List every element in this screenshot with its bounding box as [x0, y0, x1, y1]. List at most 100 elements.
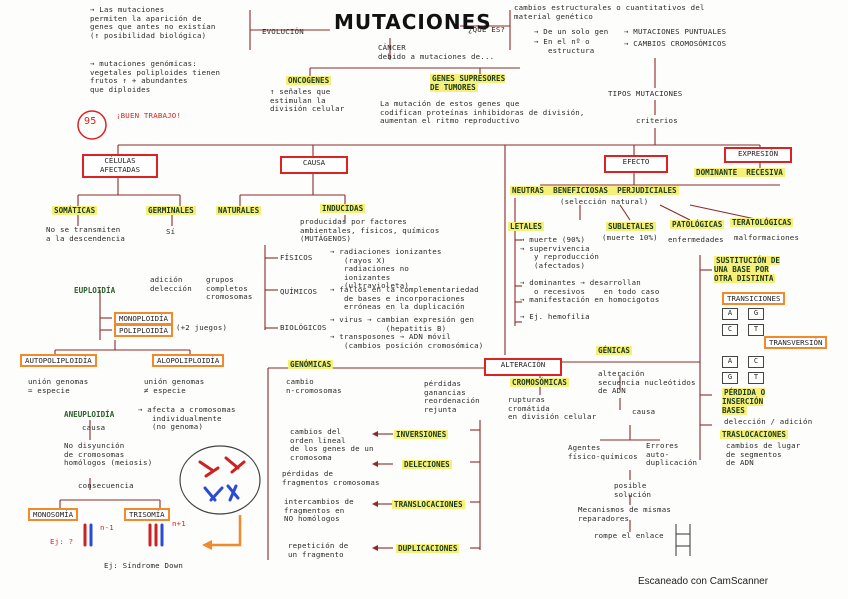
- perdida-insercion-label: PÉRDIDA O INSERCIÓN BASES: [722, 388, 766, 415]
- cambios-lugar-text: cambios de lugar de segmentos de ADN: [726, 441, 801, 468]
- oncogenes-label: ONCOGENES: [286, 76, 332, 85]
- un-gen-label: → De un solo gen: [534, 27, 609, 36]
- cancer-label: CÁNCER debido a mutaciones de...: [378, 43, 495, 61]
- letales-label: LETALES: [508, 222, 545, 231]
- rompe-enlace-label: rompe el enlace: [594, 531, 664, 540]
- base-g: G: [748, 308, 764, 320]
- footer-scanner: Escaneado con CamScanner: [638, 576, 769, 587]
- base-a: A: [722, 308, 738, 320]
- somaticas-desc: No se transmiten a la descendencia: [46, 225, 126, 243]
- criterios-label: criterios: [636, 116, 678, 125]
- letales-desc: → muerte (90%) → supervivencia y reprodu…: [520, 235, 660, 322]
- inversiones-label: INVERSIONES: [394, 430, 449, 439]
- biologicos-desc: → virus → cambian expresión gen (hepatit…: [330, 315, 484, 350]
- deleciones-desc: pérdidas de fragmentos cromosomas: [282, 469, 380, 487]
- aneuploidia-desc: → afecta a cromosomas individualmente (n…: [138, 405, 236, 432]
- dominante-recesiva-label: DOMINANTE RECESIVA: [694, 168, 785, 177]
- autopoliploidia-box: AUTOPOLIPLOIDÍA: [20, 354, 97, 367]
- evolucion-label: EVOLUCIÓN: [262, 27, 304, 36]
- base-a-2: A: [722, 356, 738, 368]
- en-estructura-label: → En el nº o estructura: [534, 37, 595, 55]
- somaticas-label: SOMÁTICAS: [52, 206, 98, 215]
- base-t: T: [748, 324, 764, 336]
- errores-label: Errores auto- duplicación: [646, 441, 698, 468]
- genicas-causa-label: causa: [632, 407, 656, 416]
- aneuploidia-causa-label: causa: [82, 423, 106, 432]
- sindrome-down-label: Ej: Síndrome Down: [104, 561, 184, 570]
- puntuales-label: → MUTACIONES PUNTUALES: [624, 27, 727, 36]
- teratologicas-label: TERATOLÓGICAS: [730, 218, 794, 227]
- oncogenes-desc: ↑ señales que estimulan la división celu…: [270, 87, 345, 114]
- mecanismos-label: Mecanismos de mismas reparadores: [578, 505, 671, 523]
- grupos-completos-label: grupos completos cromosomas: [206, 275, 253, 302]
- germinales-label: GERMINALES: [146, 206, 196, 215]
- trisomia-formula: n+1: [172, 519, 186, 528]
- quimicos-desc: → fallos en la complementariedad de base…: [330, 285, 479, 312]
- supresores-desc: La mutación de estos genes que codifican…: [380, 99, 585, 126]
- notes-aparicion-genes: → Las mutaciones permiten la aparición d…: [90, 5, 216, 40]
- delecion-adicion-label: delección / adición: [724, 417, 813, 426]
- no-disyuncion-text: No disyunción de cromosomas homólogos (m…: [64, 441, 153, 468]
- efecto-box: EFECTO: [604, 155, 668, 173]
- biologicos-label: BIOLÓGICOS: [280, 323, 327, 332]
- posible-solucion-label: posible solución: [614, 481, 652, 499]
- base-g-2: G: [722, 372, 738, 384]
- rupturas-text: rupturas cromátida en división celular: [508, 395, 597, 422]
- base-t-2: T: [748, 372, 764, 384]
- sustitucion-label: SUSTITUCIÓN DE UNA BASE POR OTRA DISTINT…: [714, 256, 781, 283]
- buen-trabajo-note: ¡BUEN TRABAJO!: [116, 111, 182, 120]
- transiciones-box: TRANSICIONES: [722, 292, 786, 305]
- agentes-label: Agentes físico-químicos: [568, 443, 638, 461]
- genicas-label: GÉNICAS: [596, 346, 633, 355]
- notes-mutaciones-genomicas: → mutaciones genómicas: vegetales polipl…: [90, 59, 221, 94]
- subletales-label: SUBLETALES: [606, 222, 656, 231]
- inversiones-desc: cambios del orden lineal de los genes de…: [290, 427, 374, 462]
- genomicas-desc: cambio n-cromosomas: [286, 377, 342, 395]
- translocaciones-label: TRANSLOCACIONES: [392, 500, 465, 509]
- euploidia-label: EUPLOIDÍA: [74, 286, 116, 295]
- translocaciones-desc: intercambios de fragmentos en NO homólog…: [284, 497, 354, 524]
- alopoliploidia-desc: unión genomas ≠ especie: [144, 377, 205, 395]
- euploidia-desc: adición delección: [150, 275, 192, 293]
- transversiones-box: TRANSVERSIÓN: [764, 336, 828, 349]
- fisicos-desc: → radiaciones ionizantes (rayos X) radia…: [330, 247, 442, 291]
- duplicaciones-desc: repetición de un fragmento: [288, 541, 349, 559]
- causa-box: CAUSA: [280, 156, 348, 174]
- trisomia-box: TRISOMÍA: [124, 508, 170, 521]
- inducidas-desc: producidas por factores ambientales, fís…: [300, 217, 440, 244]
- patologicas-desc: enfermedades: [668, 235, 724, 244]
- fisicos-label: FÍSICOS: [280, 253, 313, 262]
- genomicas-label: GENÓMICAS: [288, 360, 334, 369]
- subletales-desc: (muerte 10%): [602, 233, 658, 242]
- base-c: C: [722, 324, 738, 336]
- genicas-desc: alteración secuencia nucleótidos de ADN: [598, 369, 696, 396]
- celulas-afectadas-box: CÉLULAS AFECTADAS: [82, 154, 158, 178]
- quimicos-label: QUÍMICOS: [280, 287, 318, 296]
- monosomia-formula: n-1: [100, 523, 114, 532]
- cromosomicas-label: CROMOSÓMICAS: [510, 378, 569, 387]
- alopoliploidia-box: ALOPOLIPLOIDÍA: [152, 354, 225, 367]
- page-number: 95: [84, 116, 97, 127]
- page-title: MUTACIONES: [334, 10, 492, 34]
- autopoliploidia-desc: unión genomas = especie: [28, 377, 89, 395]
- cromosomicos-label: → CAMBIOS CROMOSÓMICOS: [624, 39, 727, 48]
- naturales-label: NATURALES: [216, 206, 262, 215]
- alteracion-box: ALTERACIÓN: [484, 358, 562, 376]
- monosomia-box: MONOSOMÍA: [28, 508, 79, 521]
- deleciones-label: DELECIONES: [402, 460, 452, 469]
- base-c-2: C: [748, 356, 764, 368]
- juegos-label: (+2 juegos): [176, 323, 228, 332]
- teratologicas-desc: malformaciones: [734, 233, 800, 242]
- poliploidia-box: POLIPLOIDÍA: [114, 324, 173, 337]
- germinales-desc: Sí: [166, 227, 176, 236]
- ejemplo-short: Ej: ?: [50, 537, 74, 546]
- que-es-label: ¿QUÉ ES?: [468, 25, 506, 34]
- definicion-text: cambios estructurales o cuantitativos de…: [514, 3, 705, 21]
- supresores-label: GENES SUPRESORES DE TUMORES: [430, 74, 506, 92]
- traslocaciones-label: TRASLOCACIONES: [720, 430, 789, 439]
- expresion-box: EXPRESIÓN: [724, 147, 792, 163]
- inducidas-label: INDUCIDAS: [320, 204, 366, 213]
- patologicas-label: PATOLÓGICAS: [670, 220, 725, 229]
